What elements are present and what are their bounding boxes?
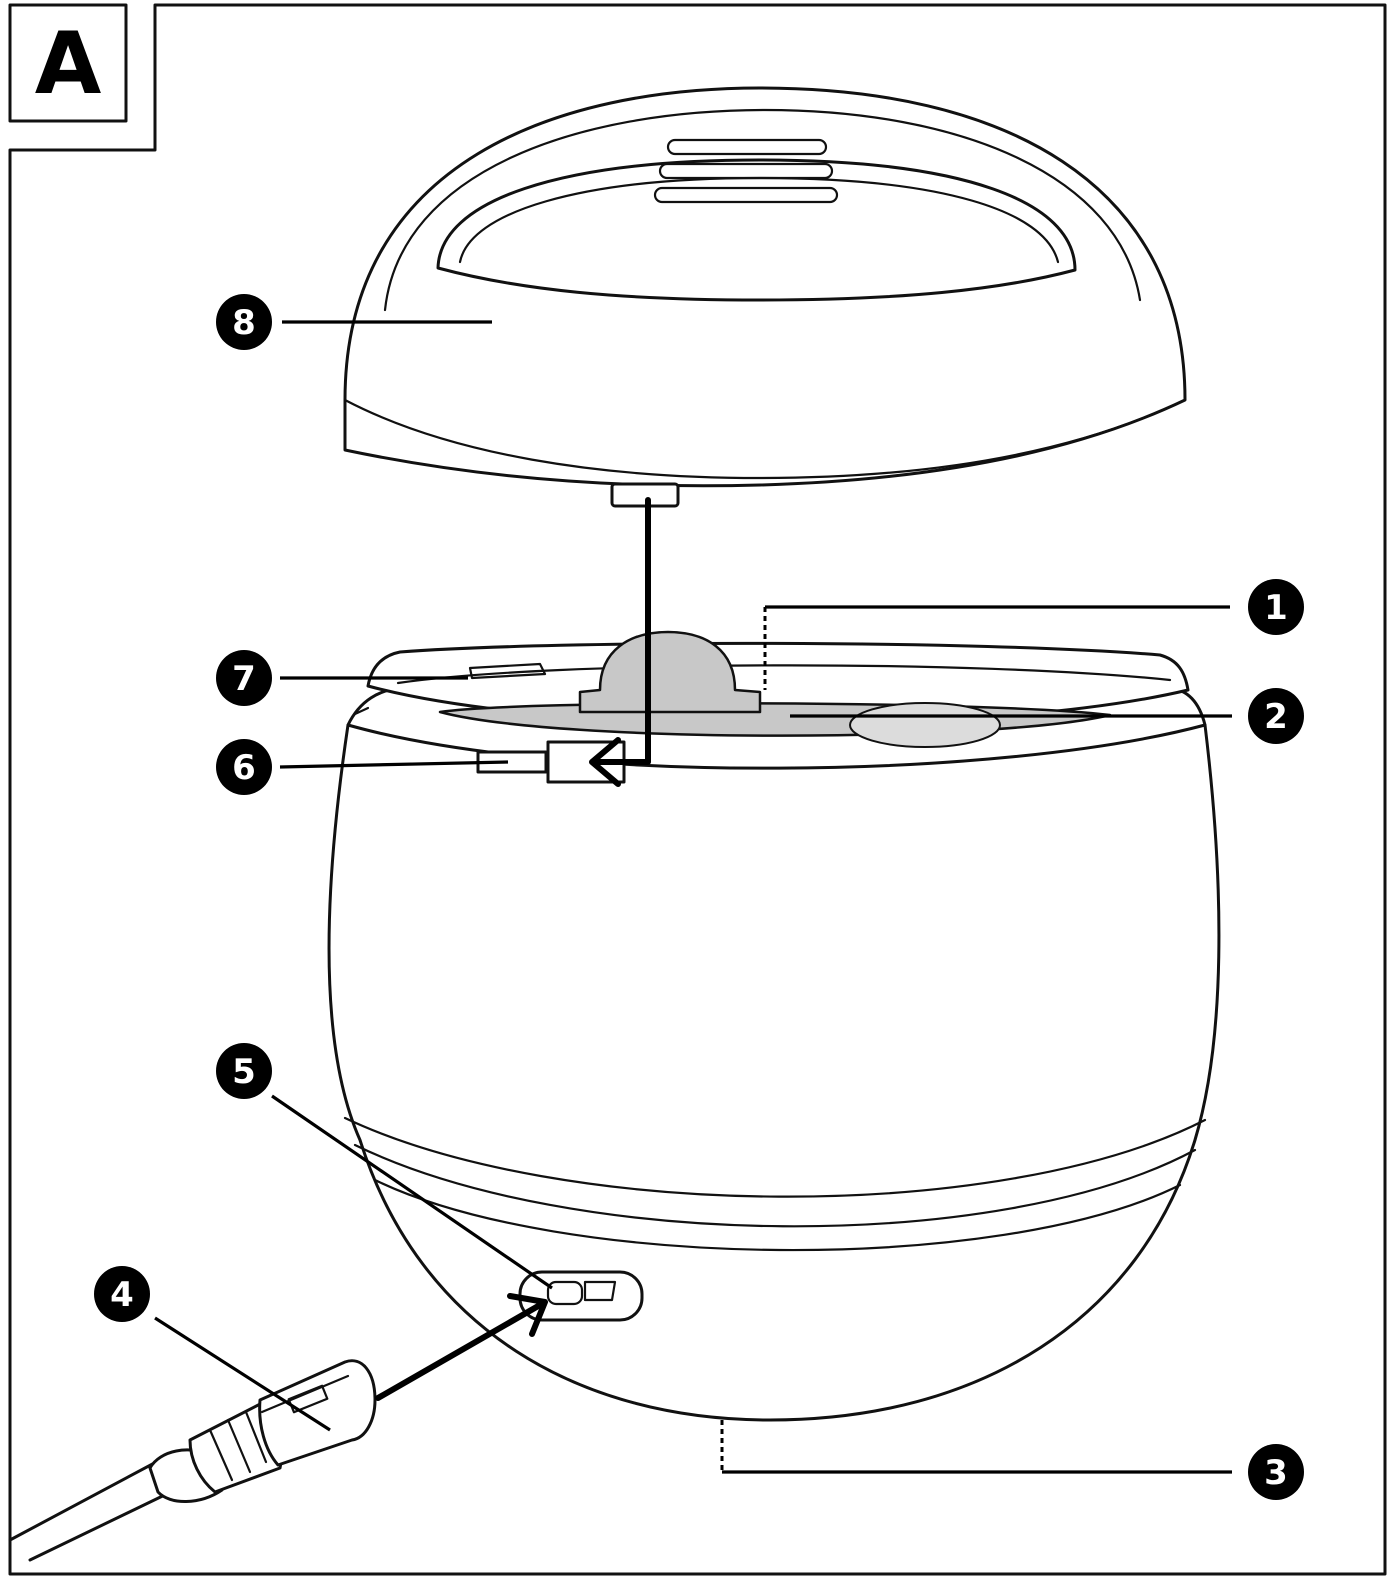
callout-5: 5 — [216, 1043, 272, 1099]
callout-1: 1 — [1248, 579, 1304, 635]
svg-text:3: 3 — [1264, 1453, 1288, 1493]
plug-arrow — [375, 1302, 543, 1401]
callout-7: 7 — [216, 650, 272, 706]
svg-text:5: 5 — [232, 1052, 256, 1092]
svg-text:8: 8 — [232, 303, 256, 343]
lid-vents — [653, 138, 839, 204]
svg-text:7: 7 — [232, 659, 256, 699]
hinge-arrow — [595, 497, 651, 765]
nebulizer-plate — [578, 630, 762, 714]
power-plug — [8, 1359, 377, 1562]
panel-label-box — [8, 3, 128, 123]
callout-6: 6 — [216, 739, 272, 795]
callout-3: 3 — [1248, 1444, 1304, 1500]
svg-text:2: 2 — [1264, 697, 1288, 737]
lid — [343, 86, 1187, 508]
figure-frame — [8, 3, 1387, 1576]
body — [327, 630, 1221, 1422]
svg-text:4: 4 — [110, 1275, 134, 1315]
lid-window — [436, 158, 1077, 302]
callout-2: 2 — [1248, 688, 1304, 744]
panel-letter: A — [35, 14, 102, 114]
callout-8: 8 — [216, 294, 272, 350]
svg-text:6: 6 — [232, 748, 256, 788]
callout-4: 4 — [94, 1266, 150, 1322]
svg-text:1: 1 — [1264, 588, 1288, 628]
